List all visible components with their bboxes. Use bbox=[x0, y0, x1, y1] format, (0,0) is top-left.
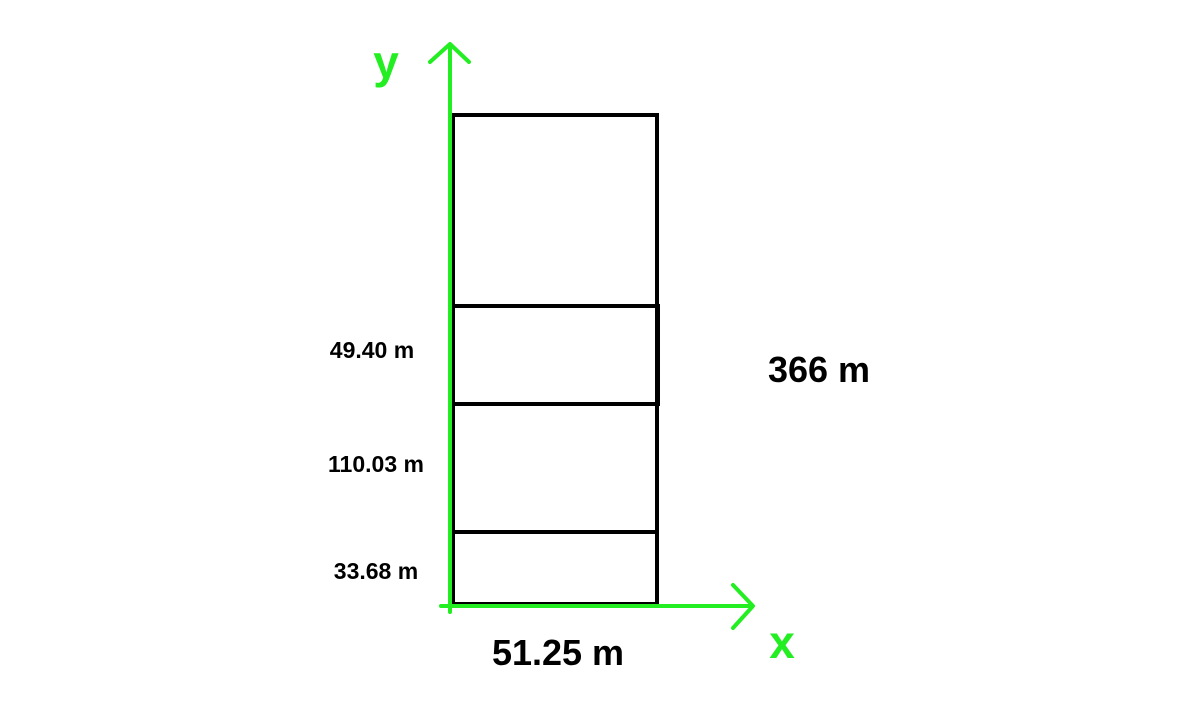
y-axis-label: y bbox=[373, 36, 399, 88]
section-label-top: 49.40 m bbox=[330, 337, 414, 363]
x-axis-arrowhead bbox=[731, 583, 755, 630]
total-height-label: 366 m bbox=[768, 349, 870, 390]
structure-outline bbox=[451, 113, 660, 606]
section-label-bottom: 33.68 m bbox=[334, 558, 418, 584]
x-axis-label: x bbox=[769, 616, 795, 668]
y-axis-arrowhead bbox=[428, 42, 471, 64]
width-label: 51.25 m bbox=[492, 632, 624, 673]
axes bbox=[428, 42, 755, 630]
section-label-middle: 110.03 m bbox=[328, 451, 424, 477]
